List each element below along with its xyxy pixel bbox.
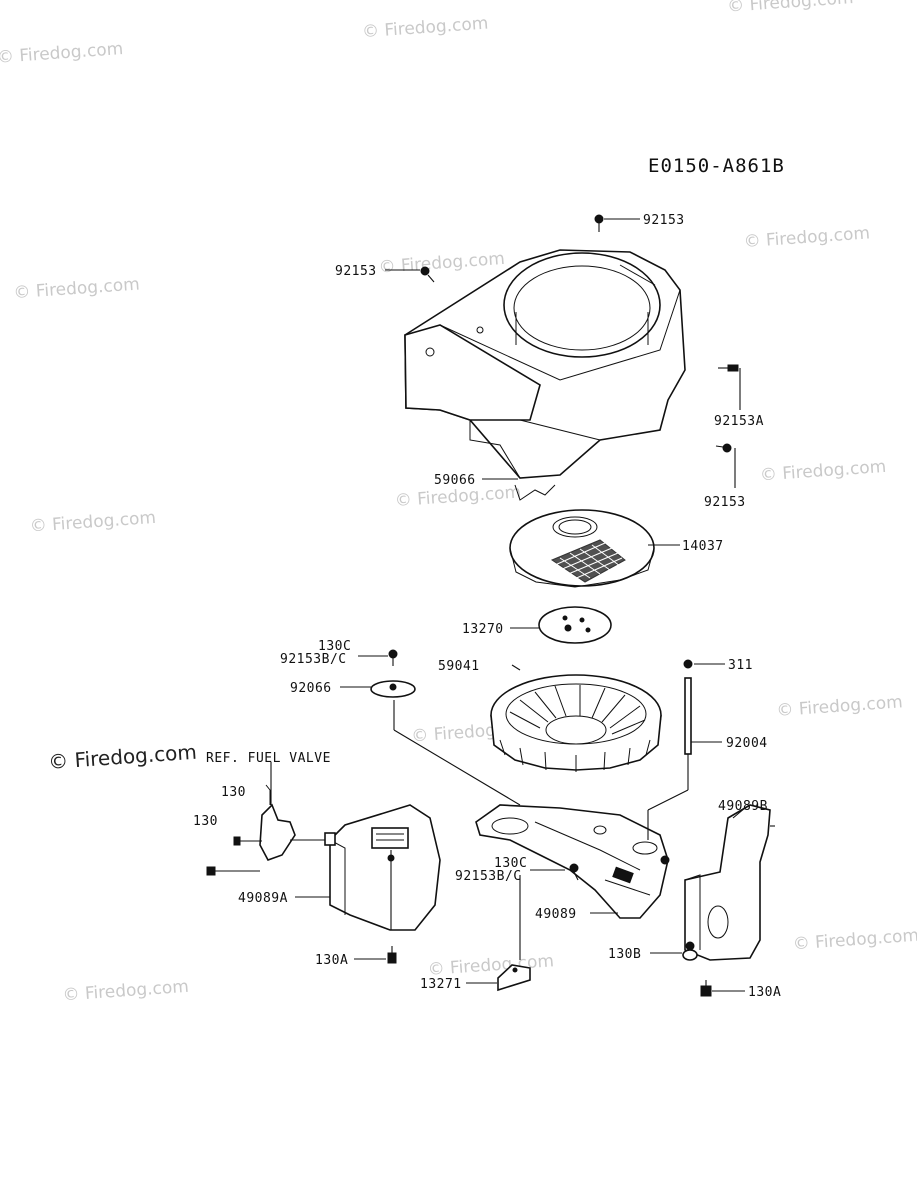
- label-130B: 130B: [608, 947, 641, 962]
- label-49089: 49089: [535, 907, 577, 922]
- label-130-b: 130: [193, 814, 218, 829]
- stud-92004: [683, 659, 693, 760]
- fuel-valve-bracket: [259, 784, 336, 861]
- label-130A-right: 130A: [748, 985, 781, 1000]
- cover-49089A: [329, 804, 441, 931]
- label-92153-left: 92153: [335, 264, 377, 279]
- label-59066: 59066: [434, 473, 476, 488]
- label-311: 311: [728, 658, 753, 673]
- label-59041: 59041: [438, 659, 480, 674]
- label-92004: 92004: [726, 736, 768, 751]
- screen-mesh: [550, 539, 626, 583]
- watermark: © Firedog.com: [378, 249, 506, 278]
- label-92153BC-lower: 92153B/C: [455, 869, 522, 884]
- label-49089B: 49089B: [718, 799, 768, 814]
- cooling-fan: [490, 674, 662, 772]
- watermark: © Firedog.com: [743, 223, 871, 252]
- screw-92153-right: [715, 443, 732, 453]
- label-14037: 14037: [682, 539, 724, 554]
- screw-92153-left: [420, 266, 435, 283]
- part-labels: 92153 92153 92153A 92153 59066 14037 132…: [193, 213, 781, 1000]
- label-13271: 13271: [420, 977, 462, 992]
- diagram-code: E0150-A861B: [648, 155, 785, 177]
- label-92153-top: 92153: [643, 213, 685, 228]
- watermark: © Firedog.com: [427, 951, 555, 980]
- watermarks: © Firedog.com © Firedog.com © Firedog.co…: [0, 0, 917, 1006]
- blower-housing: [404, 249, 686, 501]
- screw-92153A: [718, 364, 739, 372]
- watermark: © Firedog.com: [0, 39, 124, 68]
- bolt-130B: [682, 941, 698, 961]
- label-130C-lower: 130C: [494, 856, 527, 871]
- watermark: © Firedog.com: [776, 692, 904, 721]
- bracket-13271: [497, 964, 531, 992]
- watermark: © Firedog.com: [62, 977, 190, 1006]
- label-92153A: 92153A: [714, 414, 764, 429]
- bolt-130A-left: [387, 946, 397, 964]
- watermark: © Firedog.com: [727, 0, 855, 17]
- label-130C-top: 130C: [318, 639, 351, 654]
- plate: [538, 606, 612, 644]
- label-92066: 92066: [290, 681, 332, 696]
- watermark: © Firedog.com: [29, 508, 157, 537]
- label-130A-left: 130A: [315, 953, 348, 968]
- bolt-130C-lower: [569, 863, 579, 881]
- watermark: © Firedog.com: [792, 926, 917, 955]
- washer-92066: [370, 680, 416, 698]
- watermark-main: © Firedog.com: [47, 740, 197, 774]
- label-130-a: 130: [221, 785, 246, 800]
- bolt-130A-right: [700, 980, 712, 997]
- cover-49089B: [684, 804, 775, 961]
- label-49089A: 49089A: [238, 891, 288, 906]
- fan-housing-plate: [475, 804, 670, 919]
- label-92153-right: 92153: [704, 495, 746, 510]
- bolt-130-a: [233, 836, 262, 846]
- label-13270: 13270: [462, 622, 504, 637]
- label-92153BC-top: 92153B/C: [280, 652, 347, 667]
- screw-92153-top: [594, 214, 604, 232]
- watermark: © Firedog.com: [13, 274, 141, 303]
- bolt-130-b: [206, 866, 260, 876]
- watermark: © Firedog.com: [759, 457, 887, 486]
- label-ref-fuel-valve: REF. FUEL VALVE: [206, 751, 331, 766]
- rotating-screen: [509, 509, 655, 588]
- watermark: © Firedog.com: [361, 14, 489, 43]
- leader-lines: [270, 218, 746, 992]
- bolt-130C-top: [388, 649, 398, 666]
